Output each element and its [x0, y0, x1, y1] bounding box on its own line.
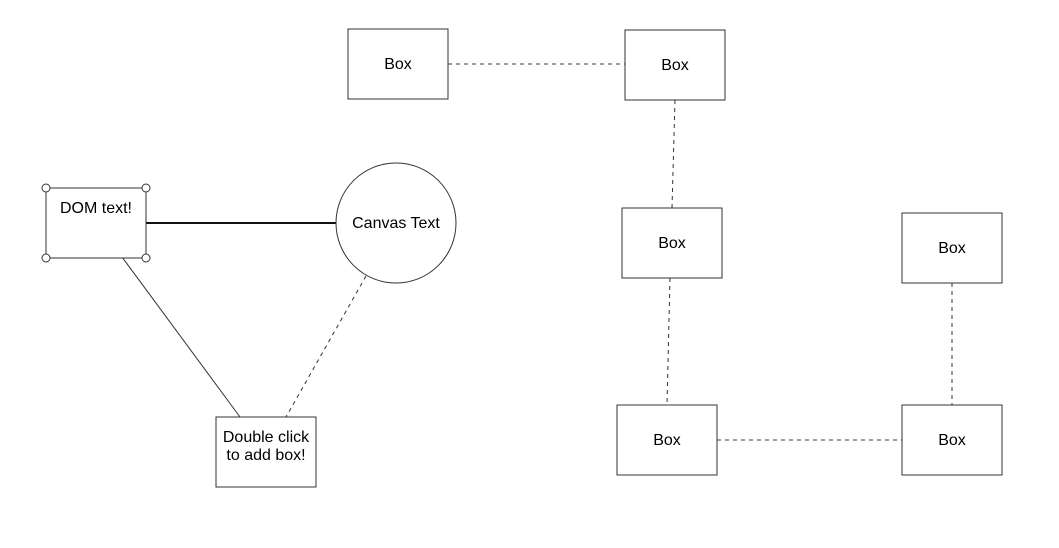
node-box-far-right[interactable]: Box: [901, 212, 1003, 284]
box-shape[interactable]: [616, 404, 718, 476]
node-box-bottom-mid[interactable]: Box: [616, 404, 718, 476]
link-box-mid-right-to-box-bottom-mid[interactable]: [666, 277, 671, 406]
node-box-bottom-right[interactable]: Box: [901, 404, 1003, 476]
node-dom-text[interactable]: DOM text!: [41, 183, 151, 263]
box-shape[interactable]: [347, 28, 449, 100]
resize-handle-top-right[interactable]: [141, 183, 151, 193]
add-box-shape[interactable]: [215, 416, 317, 488]
node-box-top-left[interactable]: Box: [347, 28, 449, 100]
resize-handle-top-left[interactable]: [41, 183, 51, 193]
box-shape[interactable]: [621, 207, 723, 279]
dom-text-shape[interactable]: [45, 187, 147, 259]
canvas-text-shape[interactable]: [335, 162, 457, 284]
link-box-top-right-to-box-mid-right[interactable]: [671, 99, 676, 209]
link-canvas-text-to-add-box[interactable]: [285, 275, 367, 418]
node-box-mid-right[interactable]: Box: [621, 207, 723, 279]
resize-handle-bottom-right[interactable]: [141, 253, 151, 263]
box-shape[interactable]: [901, 404, 1003, 476]
resize-handle-bottom-left[interactable]: [41, 253, 51, 263]
links: [121, 63, 953, 441]
node-box-top-right[interactable]: Box: [624, 29, 726, 101]
node-add-box-hint[interactable]: Double click to add box!: [215, 416, 317, 488]
node-canvas-text[interactable]: Canvas Text: [335, 162, 457, 284]
box-shape[interactable]: [624, 29, 726, 101]
link-dom-text-to-add-box[interactable]: [121, 256, 241, 418]
box-shape[interactable]: [901, 212, 1003, 284]
